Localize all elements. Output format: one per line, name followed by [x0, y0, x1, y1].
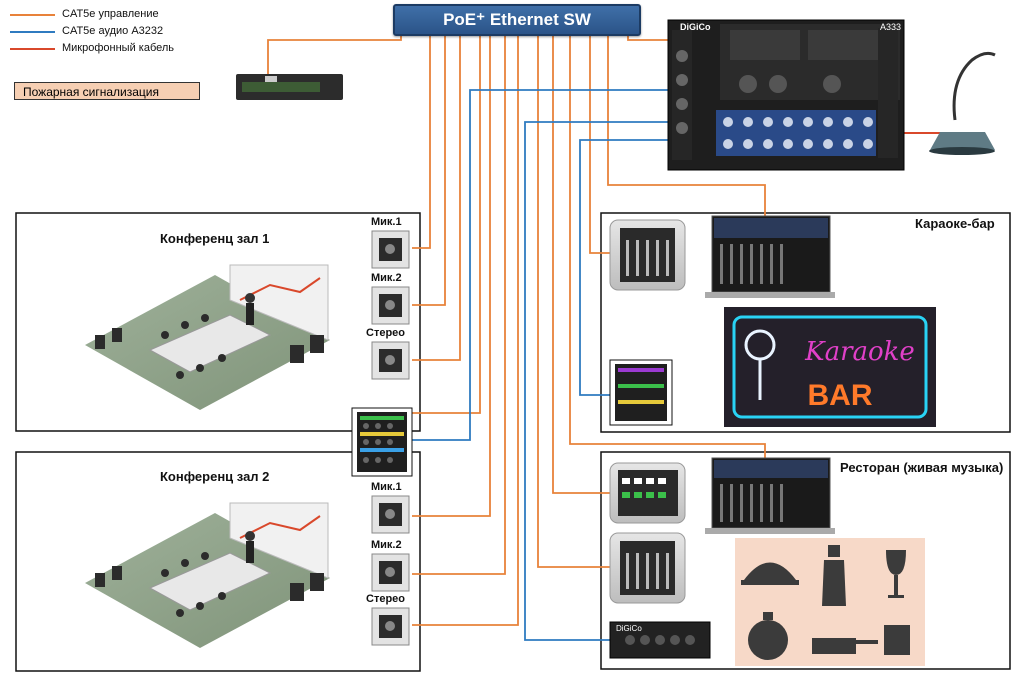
poe-ethernet-switch: PoE⁺ Ethernet SW: [393, 4, 641, 36]
audio-karaoke-panel: [579, 139, 688, 396]
cable-conf2-mic1: [412, 34, 491, 517]
wall-panel-conf1-mic2: [371, 286, 410, 325]
stagebox-brand: DiGiCo: [616, 624, 642, 633]
restaurant-button-panel: [609, 462, 686, 524]
karaoke-neon-sign: Karaoke BAR: [724, 307, 936, 427]
audio-wallpanel: [412, 89, 688, 441]
conf1-mic1-label: Мик.1: [371, 216, 402, 228]
fire-alarm-label: Пожарная сигнализация: [14, 82, 200, 100]
legend-audio-label: CAT5e аудио A3232: [62, 25, 164, 37]
wall-panel-conf2-mic2: [371, 553, 410, 592]
legend: [10, 14, 55, 50]
cable-conf1-mic2: [412, 34, 446, 306]
control-cables: [267, 34, 766, 626]
legend-mic-label: Микрофонный кабель: [62, 42, 175, 54]
legend-control-label: CAT5e управление: [62, 8, 159, 20]
wall-panel-conf1-mic1: [371, 230, 410, 269]
cable-conf1-stereo: [412, 34, 461, 361]
stagebox: [609, 621, 711, 659]
rack-unit: [667, 19, 905, 171]
conf2-stereo-label: Стерео: [366, 593, 406, 605]
conference-1-title: Конференц зал 1: [160, 231, 270, 246]
cable-wallpanel-main: [412, 34, 481, 414]
conf2-mic2-label: Мик.2: [371, 539, 402, 551]
audio-stagebox: [524, 121, 688, 641]
wall-panels: [371, 230, 410, 646]
karaoke-small-panel: [609, 359, 673, 426]
cable-karaoke-fader: [589, 34, 610, 254]
neon-karaoke-text: Karaoke: [804, 337, 915, 367]
cable-rack: [627, 34, 672, 41]
audio-cables: [412, 89, 688, 641]
karaoke-fader-panel: [609, 219, 686, 291]
restaurant-console: [705, 457, 835, 534]
wall-panel-conf2-stereo: [371, 607, 410, 646]
switch-label: PoE⁺ Ethernet SW: [443, 10, 591, 29]
cable-fire-alarm: [267, 34, 402, 76]
karaoke-title: Караоке-бар: [915, 216, 995, 231]
karaoke-console: [705, 215, 835, 298]
wall-panel-conf2-mic1: [371, 495, 410, 534]
restaurant-food-icons: [735, 538, 925, 666]
cable-restaurant-panel: [552, 34, 610, 494]
shared-control-panel: [351, 407, 413, 477]
gooseneck-microphone: [929, 51, 996, 155]
neon-bar-text: BAR: [808, 379, 873, 412]
conf1-stereo-label: Стерео: [366, 327, 406, 339]
wall-panel-conf1-stereo: [371, 341, 410, 380]
rack-model: A333: [880, 22, 902, 32]
cable-conf1-mic1: [412, 34, 431, 249]
conf2-mic1-label: Мик.1: [371, 481, 402, 493]
conference-2-illustration: [85, 502, 330, 648]
restaurant-fader-panel: [609, 532, 686, 604]
conference-2-title: Конференц зал 2: [160, 469, 270, 484]
cable-conf2-mic2: [412, 34, 506, 575]
rack-brand: DiGiCo: [680, 22, 711, 32]
fire-alarm-device: [236, 74, 343, 100]
conference-1-illustration: [85, 264, 330, 410]
restaurant-title: Ресторан (живая музыка): [840, 460, 1004, 475]
cable-restaurant-console: [569, 34, 766, 460]
conf1-mic2-label: Мик.2: [371, 272, 402, 284]
cable-restaurant-fader: [537, 34, 610, 568]
cable-conf2-stereo: [412, 34, 519, 626]
cable-karaoke-console: [607, 34, 766, 218]
